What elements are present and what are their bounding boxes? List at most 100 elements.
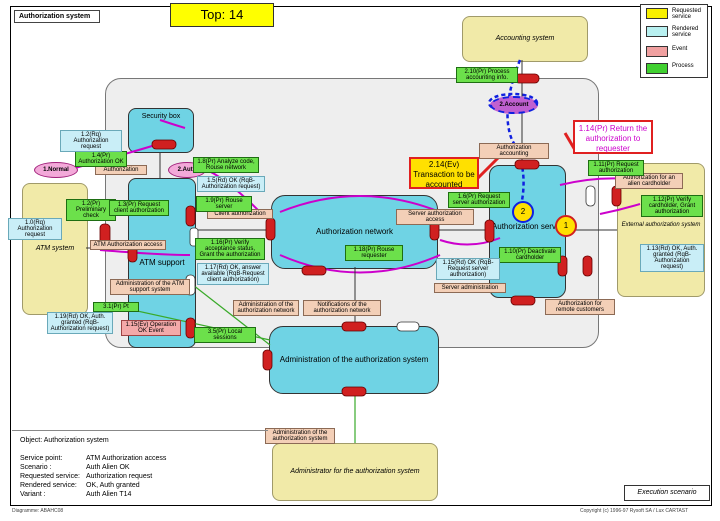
flow-line	[476, 154, 502, 180]
footer-right: Copyright (c) 1996-97 Rysoft SA / Lux CA…	[580, 508, 689, 514]
port	[341, 321, 367, 332]
proc-1-12: 1.12(Pr) Verify cardholder, Grant author…	[641, 195, 703, 217]
flow-line	[439, 237, 501, 246]
port	[396, 321, 420, 332]
port	[514, 73, 540, 84]
info-key: Service point:	[20, 455, 63, 462]
svc-1-0: 1.0(Rq) Authorization request	[8, 218, 62, 240]
port	[341, 386, 367, 397]
proc-1-8: 1.8(Pr) Analyze code, Rouse network	[193, 157, 259, 173]
info-key: Requested service:	[20, 473, 80, 480]
proc-1-18: 1.18(Pr) Rouse requester	[345, 245, 403, 261]
label-server-admin: Server administration	[434, 283, 506, 293]
label-admin-admin: Administration of the authorization syst…	[265, 428, 335, 444]
info-key: Rendered service:	[20, 482, 77, 489]
marker-1: 1	[555, 215, 577, 237]
svc-1-13: 1.13(Rd) OK, Auth. granted (RqB-Authoriz…	[640, 244, 704, 272]
svc-1-2: 1.2(Rq) Authorization request	[60, 130, 122, 152]
administrator-system: Administrator for the authorization syst…	[272, 443, 438, 501]
event-1-15: 1.15(Ev) Operation OK Event	[121, 320, 181, 336]
callout-return-auth: 1.14(Pr) Return the authorization to req…	[573, 120, 653, 154]
footer-left: Diagramme: ABAHC08	[12, 508, 64, 514]
legend-swatch	[646, 26, 668, 37]
svc-1-5: 1.5(Rd) OK (RqB-Authorization request)	[197, 176, 265, 192]
port	[262, 349, 273, 371]
label-server-auth-access: Server authorization access	[396, 209, 474, 225]
port	[510, 295, 536, 306]
proc-2-10: 2.10(Pr) Process accounting info.	[456, 67, 518, 83]
legend-item: Event	[646, 46, 687, 57]
port	[301, 265, 327, 276]
legend-swatch	[646, 63, 668, 74]
legend-item: Requested service	[646, 8, 707, 20]
label-admin-support: Administration of the ATM support system	[110, 279, 190, 295]
proc-1-3: 1.3(Pr) Request client authorization	[109, 200, 169, 216]
svc-1-17: 1.17(Rd) OK, answer available (RqB-Reque…	[197, 263, 269, 285]
info-value: OK, Auth granted	[86, 482, 140, 489]
proc-1-4: 1.4(Pr) Authorization OK	[75, 151, 127, 167]
info-value: Auth Alien T14	[86, 491, 132, 498]
legend-swatch	[646, 8, 668, 19]
info-key: Variant :	[20, 491, 46, 498]
authorization-server: Authorization server	[489, 165, 566, 298]
legend-label: Process	[672, 63, 694, 69]
label-notif-network: Notifications of the authorization netwo…	[303, 300, 381, 316]
event-account: 2.Account	[490, 96, 538, 114]
diagram-title: Authorization system	[14, 10, 100, 23]
svc-1-19: 1.19(Rd) OK, Auth. granted (RqB-Authoriz…	[47, 312, 113, 334]
proc-1-2: 1.2(Pr) Preliminary check	[66, 199, 116, 221]
legend-label: Event	[672, 46, 688, 52]
label-atm-auth-access: ATM Authorization access	[90, 240, 166, 250]
port	[185, 205, 196, 227]
port	[151, 139, 177, 150]
info-value: ATM Authorization access	[86, 455, 167, 462]
port	[582, 255, 593, 277]
proc-3-5: 3.5(Pr) Local sessions	[194, 327, 256, 343]
top-label: Top: 14	[170, 3, 274, 27]
info-row: Requested service: Authorization request	[20, 473, 152, 480]
port	[585, 185, 596, 207]
legend-item: Rendered service	[646, 26, 707, 38]
marker-2: 2	[512, 201, 534, 223]
label-auth-alien: Authorization for an alien cardholder	[615, 173, 683, 189]
info-value: Auth Alien OK	[86, 464, 130, 471]
event-normal: 1.Normal	[34, 162, 78, 178]
proc-3-1: 3.1(Pr) Pt	[93, 302, 139, 312]
port	[611, 185, 622, 207]
proc-1-11: 1.11(Pr) Request authorization	[588, 160, 644, 176]
flow-line	[159, 119, 186, 129]
info-object: Object: Authorization system	[20, 437, 109, 444]
flow-line	[99, 249, 191, 256]
label-admin-network: Administration of the authorization netw…	[233, 300, 299, 316]
info-row: Service point: ATM Authorization access	[20, 455, 166, 462]
flow-line	[599, 203, 641, 215]
accounting-system: Accounting system	[462, 16, 588, 62]
execution-scenario: Execution scenario	[624, 485, 710, 501]
legend-label: Rendered service	[672, 26, 699, 38]
port	[265, 217, 276, 241]
legend: Requested service Rendered service Event…	[640, 4, 708, 78]
info-row: Variant : Auth Alien T14	[20, 491, 131, 498]
proc-1-16: 1.16(Pr) Verify acceptance status, Grant…	[195, 238, 265, 260]
info-row: Scenario : Auth Alien OK	[20, 464, 130, 471]
flow-line	[279, 254, 441, 274]
legend-item: Process	[646, 63, 694, 74]
flow-line	[279, 195, 441, 213]
administration-authorization-system: Administration of the authorization syst…	[269, 326, 439, 394]
callout-transaction: 2.14(Ev) Transaction to be accounted	[409, 157, 479, 189]
info-value: Authorization request	[86, 473, 153, 480]
info-row: Rendered service: OK, Auth granted	[20, 482, 140, 489]
proc-1-10: 1.10(Pr) Deactivate cardholder	[499, 247, 561, 263]
legend-swatch	[646, 46, 668, 57]
legend-label: Requested service	[672, 8, 702, 20]
info-panel	[12, 430, 268, 501]
proc-1-6: 1.6(Pr) Request server authorization	[448, 192, 510, 208]
label-auth-remote: Authorization for remote customers	[545, 299, 615, 315]
proc-1-9: 1.9(Pr) Rouse server	[196, 196, 252, 212]
svc-1-15: 1.15(Rd) OK (RqB-Request server authoriz…	[436, 258, 500, 280]
port	[514, 159, 540, 170]
flow-line	[192, 284, 271, 346]
port	[484, 219, 495, 243]
info-key: Scenario :	[20, 464, 52, 471]
label-auth-accounting: Authorization accounting	[479, 143, 549, 159]
